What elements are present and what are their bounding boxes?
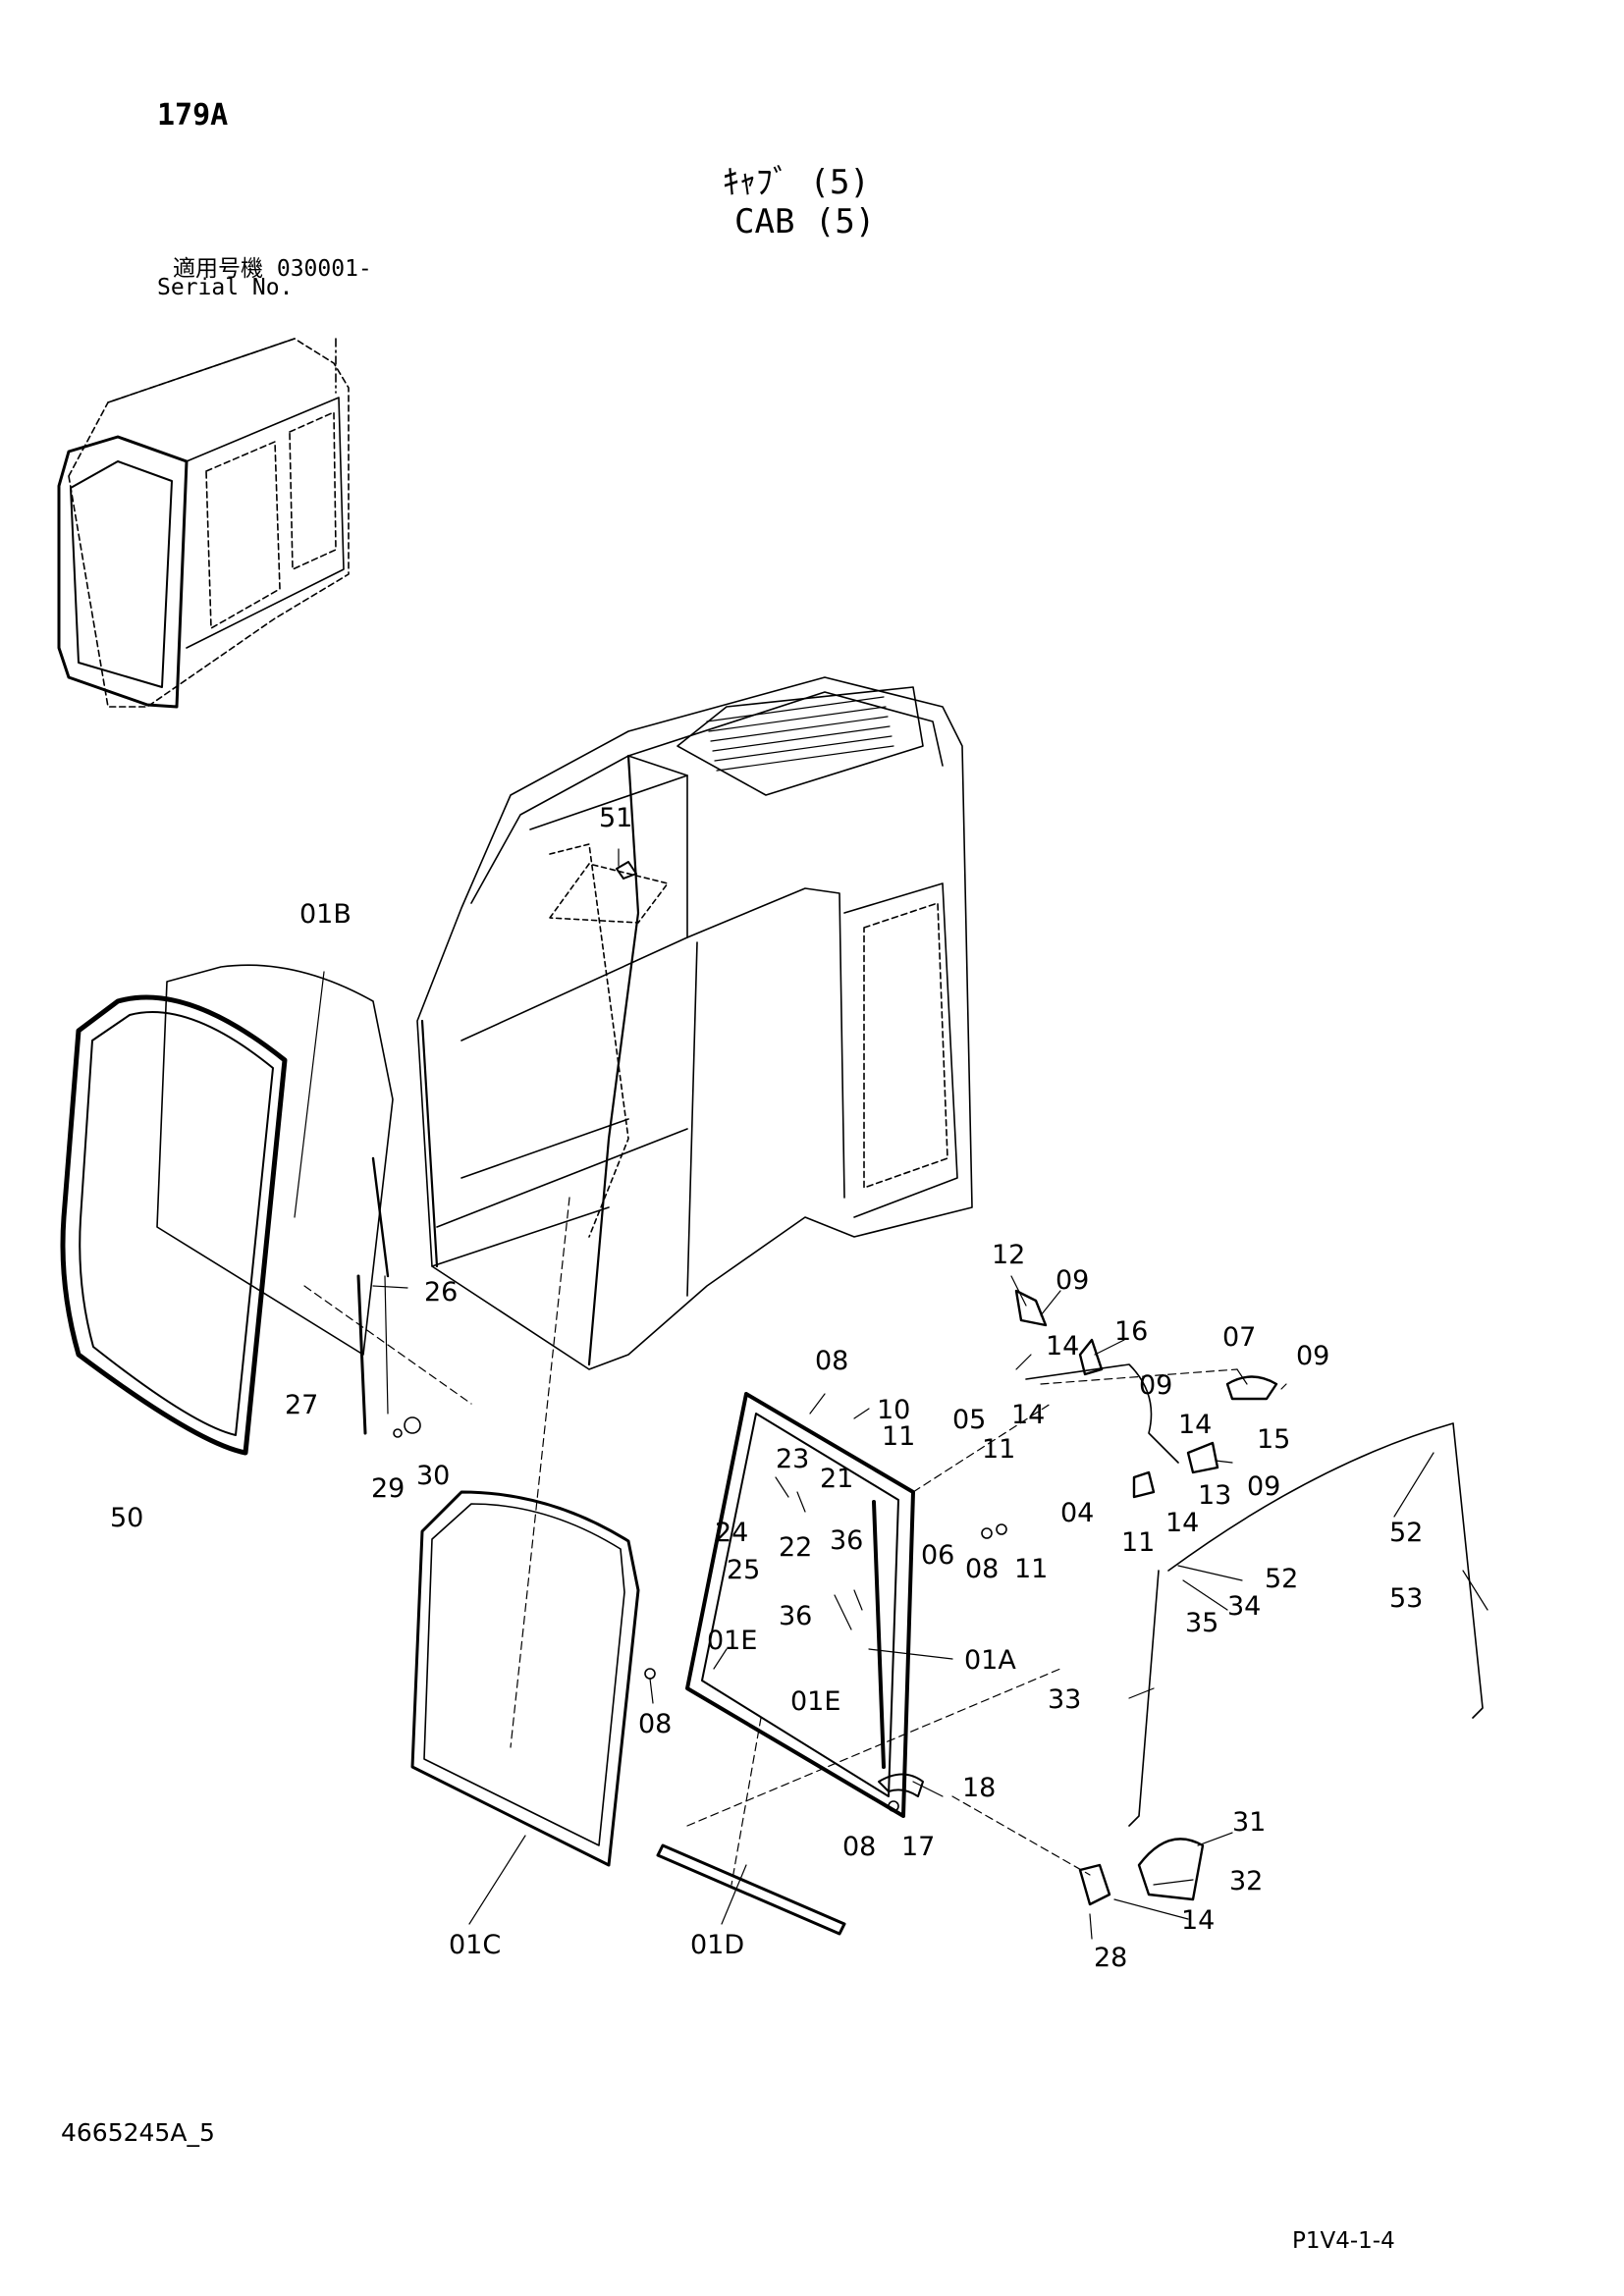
callout-13: 13 bbox=[1198, 1480, 1231, 1511]
rod-52-53 bbox=[1025, 1363, 1484, 1827]
page-number: 179A bbox=[157, 98, 229, 133]
serial-number-label: Serial No. bbox=[157, 275, 294, 300]
callout-01A: 01A bbox=[964, 1645, 1016, 1676]
cab-thumbnail bbox=[57, 338, 350, 709]
callout-01E: 01E bbox=[790, 1686, 840, 1717]
callout-12: 12 bbox=[992, 1240, 1025, 1270]
page-title-english: CAB (5) bbox=[734, 202, 876, 241]
callout-17: 17 bbox=[901, 1832, 935, 1862]
callout-08: 08 bbox=[842, 1832, 876, 1862]
callout-52: 52 bbox=[1265, 1564, 1298, 1594]
callout-34: 34 bbox=[1227, 1591, 1261, 1622]
callout-50: 50 bbox=[110, 1503, 143, 1533]
callout-07: 07 bbox=[1222, 1322, 1256, 1353]
callout-09: 09 bbox=[1296, 1341, 1329, 1371]
callout-11: 11 bbox=[1014, 1554, 1048, 1584]
callout-22: 22 bbox=[779, 1532, 812, 1563]
door-frame-01A bbox=[685, 1392, 915, 1818]
sheet-id: P1V4-1-4 bbox=[1292, 2228, 1395, 2254]
callout-05: 05 bbox=[952, 1405, 986, 1435]
callout-23: 23 bbox=[776, 1444, 809, 1474]
callout-27: 27 bbox=[285, 1390, 318, 1420]
callout-16: 16 bbox=[1114, 1316, 1148, 1347]
document-id: 4665245A_5 bbox=[61, 2118, 215, 2147]
callout-01B: 01B bbox=[299, 899, 352, 930]
lock-parts bbox=[356, 861, 1278, 1906]
callout-36: 36 bbox=[779, 1601, 812, 1631]
callout-24: 24 bbox=[715, 1518, 748, 1548]
callout-04: 04 bbox=[1060, 1498, 1094, 1528]
callout-09: 09 bbox=[1139, 1370, 1172, 1401]
callout-33: 33 bbox=[1048, 1684, 1081, 1715]
callout-11: 11 bbox=[882, 1421, 915, 1452]
callout-08: 08 bbox=[965, 1554, 999, 1584]
callout-53: 53 bbox=[1389, 1583, 1423, 1614]
callout-leaders bbox=[294, 848, 1489, 1940]
callout-28: 28 bbox=[1094, 1943, 1127, 1973]
callout-31: 31 bbox=[1232, 1807, 1266, 1838]
callout-08: 08 bbox=[638, 1709, 672, 1739]
lower-glass-01C bbox=[410, 1490, 640, 1867]
callout-36: 36 bbox=[830, 1525, 863, 1556]
callout-06: 06 bbox=[921, 1540, 954, 1571]
callout-09: 09 bbox=[1056, 1265, 1089, 1296]
callout-11: 11 bbox=[1121, 1527, 1155, 1558]
callout-30: 30 bbox=[416, 1461, 450, 1491]
callout-labels: 51 01B 12 09 16 07 09 14 09 08 26 10 05 … bbox=[110, 803, 1423, 1973]
callout-25: 25 bbox=[727, 1555, 760, 1585]
callout-14: 14 bbox=[1178, 1410, 1212, 1440]
callout-14: 14 bbox=[1181, 1905, 1215, 1936]
callout-10: 10 bbox=[877, 1395, 910, 1425]
serial-range-label: 適用号機 030001- bbox=[173, 256, 372, 282]
callout-32: 32 bbox=[1229, 1866, 1263, 1896]
callout-08: 08 bbox=[815, 1346, 848, 1376]
callout-35: 35 bbox=[1185, 1608, 1218, 1638]
callout-52: 52 bbox=[1389, 1518, 1423, 1548]
callout-51: 51 bbox=[599, 803, 632, 833]
callout-14: 14 bbox=[1046, 1331, 1079, 1362]
callout-26: 26 bbox=[424, 1277, 458, 1308]
callout-01C: 01C bbox=[449, 1930, 501, 1960]
windshield-glass-01B bbox=[156, 964, 394, 1356]
page-title-japanese: ｷｬﾌﾞ (5) bbox=[723, 163, 870, 202]
callout-14: 14 bbox=[1165, 1508, 1199, 1538]
assembly-guide-lines bbox=[303, 1197, 1238, 1886]
callout-18: 18 bbox=[962, 1773, 996, 1803]
cab-frame bbox=[416, 676, 973, 1370]
callout-15: 15 bbox=[1257, 1424, 1290, 1455]
callout-14: 14 bbox=[1011, 1400, 1045, 1430]
callout-01D: 01D bbox=[690, 1930, 744, 1960]
rail-01D bbox=[656, 1843, 846, 1936]
callout-21: 21 bbox=[820, 1464, 853, 1494]
callout-11: 11 bbox=[982, 1434, 1015, 1465]
callout-29: 29 bbox=[371, 1473, 405, 1504]
weatherstrip-50 bbox=[60, 994, 288, 1456]
callout-01E: 01E bbox=[707, 1626, 757, 1656]
callout-09: 09 bbox=[1247, 1471, 1280, 1502]
